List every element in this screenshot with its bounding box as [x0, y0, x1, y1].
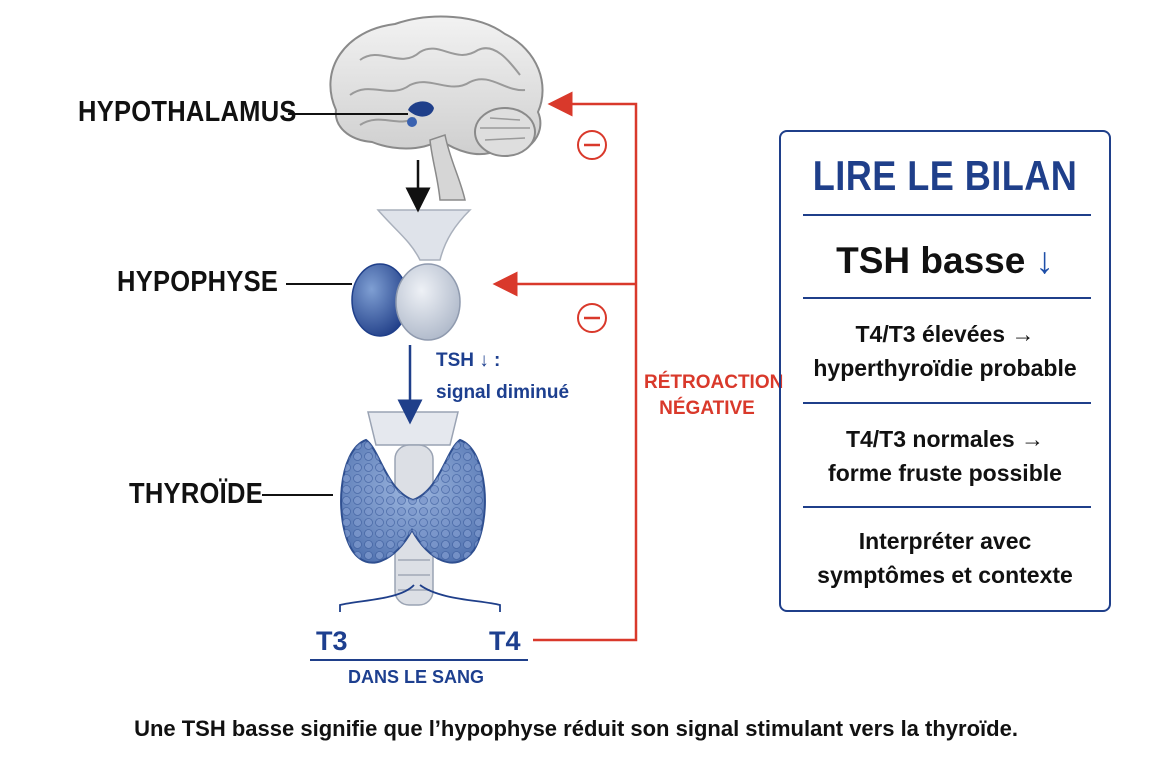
tsh-signal-line2: signal diminué: [436, 382, 570, 403]
panel-block-line: hyperthyroïdie probable: [813, 355, 1077, 381]
panel-block-line: T4/T3 normales →: [845, 426, 1045, 452]
feedback-label: RÉTROACTION NÉGATIVE: [644, 370, 784, 422]
hypothalamus-label: HYPOTHALAMUS: [78, 96, 297, 128]
thyroid-illustration: [340, 411, 486, 606]
thyroide-label: THYROÏDE: [129, 478, 263, 510]
down-arrow-icon: ↓: [1035, 240, 1054, 281]
tsh-signal-line1: TSH ↓ :: [436, 350, 501, 371]
t3-label: T3: [316, 626, 348, 656]
inhibition-circle-hypothalamus: [577, 130, 607, 160]
caption: Une TSH basse signifie que l’hypophyse r…: [134, 716, 1018, 741]
feedback-line-to-hypothalamus: [533, 91, 638, 642]
panel-block-line: T4/T3 élevées →: [855, 321, 1035, 347]
panel-divider: [803, 506, 1091, 508]
pituitary-illustration: [351, 209, 472, 341]
panel-divider: [803, 297, 1091, 299]
panel-tsh-text: TSH basse: [836, 240, 1026, 281]
panel-title: LIRE LE BILAN: [812, 152, 1078, 199]
t3-branch-line: [339, 584, 415, 612]
blood-label: DANS LE SANG: [348, 667, 485, 687]
panel-block-normal: T4/T3 normales → forme fruste possible: [781, 422, 1109, 490]
feedback-label-line2: NÉGATIVE: [659, 398, 755, 419]
panel-tsh-heading: TSH basse↓: [781, 240, 1109, 282]
feedback-label-line1: RÉTROACTION: [644, 372, 784, 393]
t4-branch-line: [419, 584, 501, 612]
panel-divider: [803, 214, 1091, 216]
brain-illustration: [329, 15, 544, 201]
panel-block-elevated: T4/T3 élevées → hyperthyroïdie probable: [781, 317, 1109, 385]
hypophyse-label: HYPOPHYSE: [117, 266, 279, 298]
panel-block-interpret: Interpréter avec symptômes et contexte: [781, 524, 1109, 592]
panel-block-line: forme fruste possible: [828, 460, 1062, 486]
panel-divider: [803, 402, 1091, 404]
inhibition-circle-pituitary: [577, 303, 607, 333]
t4-label: T4: [489, 626, 521, 656]
lire-le-bilan-panel: LIRE LE BILAN TSH basse↓ T4/T3 élevées →…: [779, 130, 1111, 612]
panel-block-line: Interpréter avec: [858, 528, 1032, 554]
panel-block-line: symptômes et contexte: [817, 562, 1073, 588]
